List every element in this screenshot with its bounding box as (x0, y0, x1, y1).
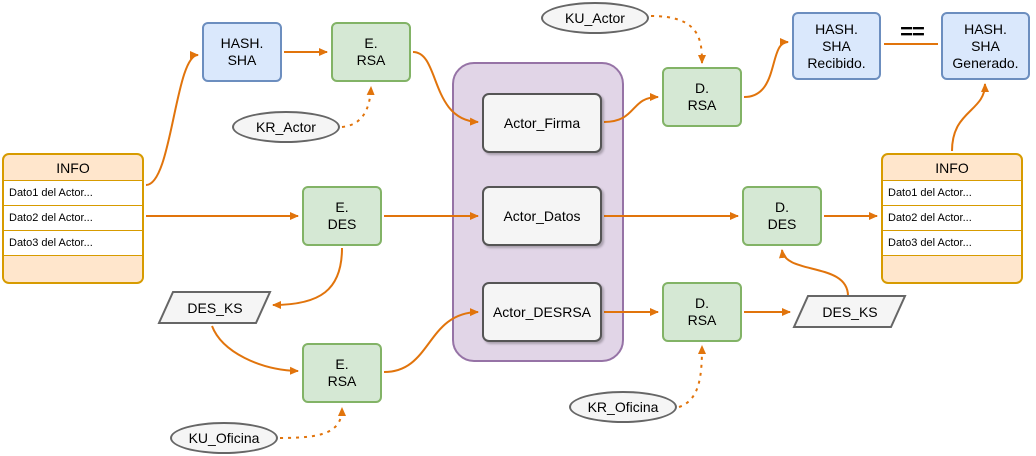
des-ks-right-to-ddes-arrow (779, 249, 849, 297)
info-right-to-hash-generated-arrow (951, 83, 989, 152)
des-ks-left-label: DES_KS (187, 300, 242, 316)
actor-datos-node[interactable]: Actor_Datos (482, 186, 602, 246)
info-table-right-row: Dato2 del Actor... (883, 206, 1021, 231)
edes-to-des-ks-arrow (272, 247, 343, 309)
des-ks-left-shape[interactable]: DES_KS (157, 291, 272, 325)
kr-actor-key[interactable]: KR_Actor (232, 111, 340, 143)
kr-oficina-to-drsa-bottom-arrow (678, 345, 706, 408)
info-table-left-row (4, 256, 142, 281)
info-table-left-title: INFO (4, 155, 142, 181)
hash-generated-node[interactable]: HASH. SHA Generado. (941, 12, 1030, 80)
equals-symbol: == (900, 19, 925, 44)
ku-oficina-to-ersa-bottom-arrow (279, 407, 346, 439)
des-ks-right-label: DES_KS (822, 304, 877, 320)
info-table-left-row: Dato3 del Actor... (4, 231, 142, 256)
actor-firma-node[interactable]: Actor_Firma (482, 93, 602, 153)
ku-actor-key[interactable]: KU_Actor (541, 2, 649, 34)
des-ks-right-shape[interactable]: DES_KS (792, 295, 907, 329)
kr-actor-to-ersa-arrow (341, 86, 375, 128)
info-to-hash-arrow (145, 51, 199, 186)
info-table-right-title: INFO (883, 155, 1021, 181)
ku-oficina-key[interactable]: KU_Oficina (170, 422, 278, 454)
info-table-left-row: Dato1 del Actor... (4, 181, 142, 206)
ku-actor-to-drsa-arrow (650, 15, 706, 64)
encrypt-des-node[interactable]: E. DES (302, 186, 382, 246)
info-table-left-row: Dato2 del Actor... (4, 206, 142, 231)
encrypt-rsa-bottom-node[interactable]: E. RSA (302, 343, 382, 403)
kr-oficina-key[interactable]: KR_Oficina (569, 391, 677, 423)
des-ks-to-ersa-bottom-arrow (211, 325, 299, 375)
info-table-right-row: Dato3 del Actor... (883, 231, 1021, 256)
decrypt-rsa-top-node[interactable]: D. RSA (662, 67, 742, 127)
hash-sha-node[interactable]: HASH. SHA (202, 22, 282, 82)
actor-desrsa-node[interactable]: Actor_DESRSA (482, 282, 602, 342)
info-table-right-row: Dato1 del Actor... (883, 181, 1021, 206)
decrypt-des-node[interactable]: D. DES (742, 186, 822, 246)
info-table-right[interactable]: INFO Dato1 del Actor... Dato2 del Actor.… (881, 153, 1023, 284)
encrypt-rsa-top-node[interactable]: E. RSA (331, 22, 411, 82)
drsa-to-hash-received-arrow (743, 38, 789, 98)
info-table-left[interactable]: INFO Dato1 del Actor... Dato2 del Actor.… (2, 153, 144, 284)
hash-received-node[interactable]: HASH. SHA Recibido. (792, 12, 881, 80)
decrypt-rsa-bottom-node[interactable]: D. RSA (662, 282, 742, 342)
info-table-right-row (883, 256, 1021, 281)
